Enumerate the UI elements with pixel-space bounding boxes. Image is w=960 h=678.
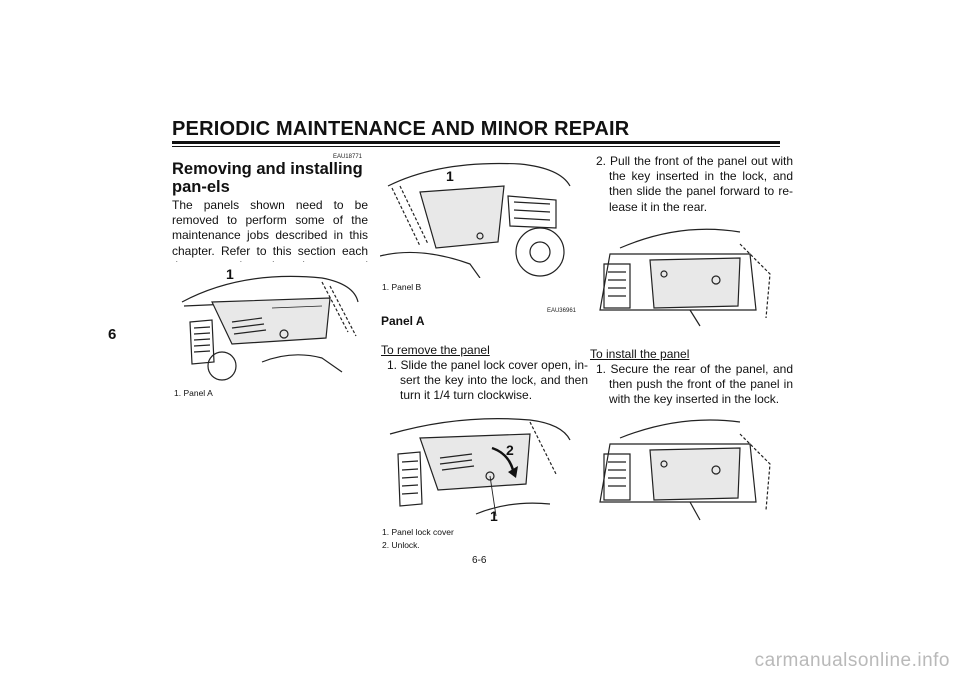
header-rule-thin (172, 146, 780, 147)
header-rule (172, 141, 780, 144)
install-step-1: 1. Secure the rear of the panel, and the… (596, 362, 793, 407)
ref-code: EAU36961 (546, 308, 576, 314)
panel-install-illustration (590, 408, 780, 526)
ref-code: EAU18771 (332, 154, 362, 160)
figure-callout: 1 (226, 266, 234, 282)
figure-caption: 2. Unlock. (382, 540, 420, 550)
step-1: 1. Slide the panel lock cover open, in-s… (387, 358, 588, 403)
figure-callout: 1 (490, 508, 498, 524)
subsection-heading: Panel A (381, 314, 425, 328)
figure-caption: 1. Panel B (382, 282, 422, 292)
panel-b-illustration: 1 (380, 156, 576, 278)
panel-a-illustration: 1 (172, 262, 368, 384)
page-title: PERIODIC MAINTENANCE AND MINOR REPAIR (172, 118, 630, 140)
figure-callout: 2 (506, 442, 514, 458)
figure-caption: 1. Panel A (174, 388, 213, 398)
watermark: carmanualsonline.info (754, 650, 950, 671)
panel-lock-illustration: 2 1 (380, 404, 576, 524)
figure-callout: 1 (446, 168, 454, 184)
step-heading: To install the panel (590, 347, 690, 361)
page-number: 6-6 (472, 555, 487, 566)
panel-removal-illustration (590, 214, 780, 332)
step-2: 2. Pull the front of the panel out with … (596, 154, 793, 214)
section-tab: 6 (108, 326, 117, 343)
section-heading: Removing and installing pan-els (172, 160, 363, 196)
figure-caption: 1. Panel lock cover (382, 527, 454, 537)
step-heading: To remove the panel (381, 343, 490, 357)
